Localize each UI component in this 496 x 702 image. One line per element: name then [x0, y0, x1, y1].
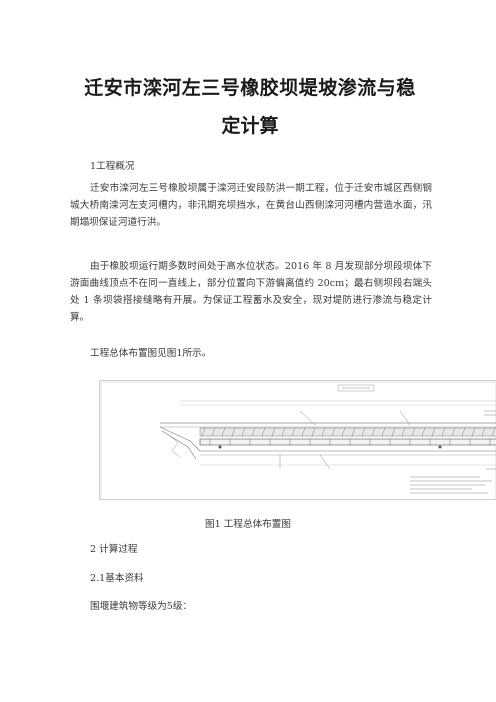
section-2-heading: 2 计算过程	[90, 544, 138, 555]
document-title-line-2: 定计算	[221, 115, 279, 137]
document-title-line-1: 迁安市滦河左三号橡胶坝堤坡渗流与稳	[84, 77, 416, 99]
section-2-1-heading: 2.1基本资料	[90, 573, 144, 584]
paragraph-figure-reference: 工程总体布置图见图1所示。	[90, 348, 212, 359]
figure-caption: 图1 工程总体布置图	[205, 519, 291, 530]
layout-drawing-image	[100, 381, 496, 499]
paragraph-project-overview: 迁安市滦河左三号橡胶坝属于滦河迁安段防洪一期工程，位于迁安市城区西侧钢城大桥南滦…	[70, 183, 432, 228]
section-1-heading: 1工程概况	[90, 161, 135, 172]
layout-drawing-figure	[99, 380, 496, 500]
paragraph-dam-status: 由于橡胶坝运行期多数时间处于高水位状态。2016 年 8 月发现部分坝段坝体下游…	[70, 261, 432, 323]
paragraph-building-grade: 围堰建筑物等级为5级：	[90, 601, 193, 612]
